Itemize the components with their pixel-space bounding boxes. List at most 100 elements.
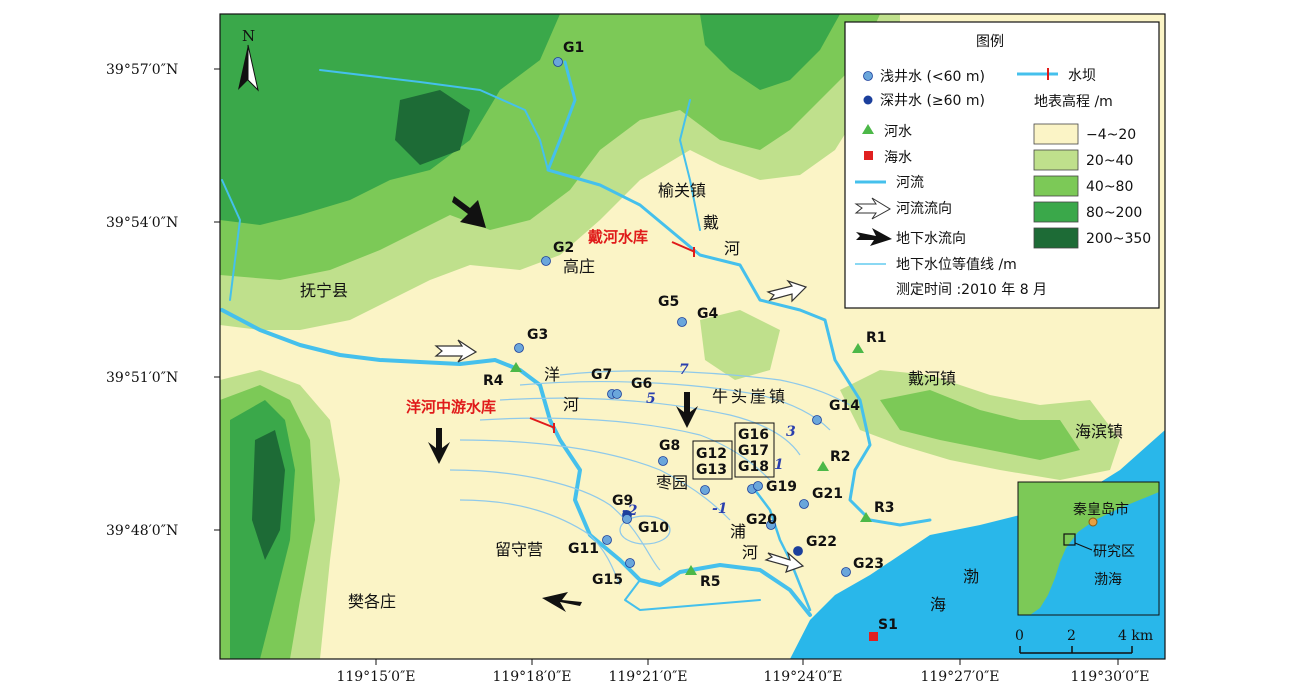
label-g7: G7 <box>591 367 612 383</box>
elev-200-350-sw <box>252 430 285 560</box>
lon-tick-4: 119°24′0″E <box>763 669 842 685</box>
lat-tick-4: 39°48′0″N <box>106 523 178 539</box>
label-g20: G20 <box>746 512 777 528</box>
river-label-dai-1: 戴 <box>703 213 719 232</box>
legend-river-flow: 河流流向 <box>896 201 952 217</box>
point-g21 <box>799 499 809 509</box>
scale-tick-2: 2 <box>1067 628 1076 644</box>
yanghe-upper <box>221 179 241 301</box>
label-g13: G13 <box>696 462 727 478</box>
legend-contour: 地下水位等值线 /m <box>896 256 1017 273</box>
axis-ticks <box>214 68 1119 665</box>
lat-tick-2: 39°54′0″N <box>106 215 178 231</box>
map-body: 榆关镇 高庄 抚宁县 牛头崖镇 戴河镇 海滨镇 枣园 留守营 樊各庄 戴 河 洋… <box>220 14 1165 659</box>
label-g1: G1 <box>563 40 584 56</box>
legend-shallow-symbol <box>863 71 873 81</box>
sample-labels: G1 G2 G3 G4 G5 G6 G7 G8 G9 G10 G11 G12 G… <box>483 40 898 633</box>
scale-bar: 0 2 4 km <box>1015 628 1153 654</box>
legend-river-sample-symbol <box>862 124 874 134</box>
label-g9: G9 <box>612 493 633 509</box>
lon-tick-2: 119°18′0″E <box>492 669 571 685</box>
scale-tick-4: 4 km <box>1118 628 1153 644</box>
legend-elev-swatch-4 <box>1033 227 1079 249</box>
legend-elev-label-1: 20~40 <box>1086 153 1133 169</box>
label-g14: G14 <box>829 398 860 414</box>
label-g6: G6 <box>631 376 652 392</box>
point-g15 <box>625 558 635 568</box>
point-g1 <box>553 57 563 67</box>
river-label-dai-2: 河 <box>724 239 740 258</box>
reservoir-yanghe-label: 洋河中游水库 <box>406 398 496 416</box>
elev-80-200 <box>220 14 560 225</box>
gw-arrow-4 <box>542 592 582 612</box>
longitude-labels: 119°15′0″E 119°18′0″E 119°21′0″E 119°24′… <box>336 669 1149 685</box>
elev-200-350 <box>395 90 470 165</box>
point-g4-g5 <box>677 317 687 327</box>
legend-title: 图例 <box>976 34 1004 50</box>
river-r5 <box>624 579 761 611</box>
inset-study-area: 研究区 <box>1093 544 1135 560</box>
place-haibin: 海滨镇 <box>1075 422 1123 441</box>
label-g5: G5 <box>658 294 679 310</box>
daihe-tributary-2 <box>679 99 701 231</box>
legend-gw-flow: 地下水流向 <box>896 231 966 247</box>
inset-sea-label: 渤海 <box>1094 572 1122 588</box>
legend-deep-well: 深井水 (≥60 m) <box>880 93 985 109</box>
inset-map: 秦皇岛市 研究区 渤海 <box>1017 481 1160 616</box>
scale-tick-0: 0 <box>1015 628 1024 644</box>
label-g17: G17 <box>738 443 769 459</box>
contour-label-5: 5 <box>646 391 656 407</box>
legend-sea-water: 海水 <box>884 150 912 166</box>
label-r1: R1 <box>866 330 887 346</box>
legend-elev-label-3: 80~200 <box>1086 205 1142 221</box>
point-g2 <box>541 256 551 266</box>
label-r3: R3 <box>874 500 895 516</box>
label-g18: G18 <box>738 459 769 475</box>
river-sample-symbols <box>510 343 872 575</box>
contour-label-minus1: -1 <box>712 501 728 517</box>
point-g22 <box>793 546 803 556</box>
label-r2: R2 <box>830 449 851 465</box>
label-g22: G22 <box>806 534 837 550</box>
label-g19: G19 <box>766 479 797 495</box>
contour-label-3: 3 <box>786 424 796 440</box>
point-g12-g13 <box>700 485 710 495</box>
lat-tick-3: 39°51′0″N <box>106 370 178 386</box>
place-niutouya: 牛头崖镇 <box>712 387 788 406</box>
legend-box <box>844 21 1160 309</box>
legend-river-water: 河水 <box>884 124 912 140</box>
legend-elev-label-2: 40~80 <box>1086 179 1133 195</box>
elev-40-80-east <box>880 390 1080 460</box>
north-arrow-left <box>238 45 248 90</box>
legend: 图例 浅井水 (<60 m) 水坝 深井水 (≥60 m) 地表高程 /m 河水… <box>844 21 1160 309</box>
point-g10 <box>622 514 632 524</box>
point-g19 <box>753 481 763 491</box>
legend-elev-swatch-1 <box>1033 149 1079 171</box>
point-r2 <box>817 461 829 471</box>
label-g21: G21 <box>812 486 843 502</box>
legend-elev-swatch-0 <box>1033 123 1079 145</box>
lon-tick-3: 119°21′0″E <box>608 669 687 685</box>
point-r4 <box>510 362 522 372</box>
label-g23: G23 <box>853 556 884 572</box>
gw-arrow-3 <box>428 428 450 464</box>
label-g10: G10 <box>638 520 669 536</box>
north-arrow-right <box>247 44 259 92</box>
point-g7 <box>612 389 622 399</box>
label-g4: G4 <box>697 306 718 322</box>
gw-arrow-1 <box>452 196 486 228</box>
legend-dam: 水坝 <box>1068 68 1096 84</box>
daihe-tributary <box>319 69 549 171</box>
gw-arrow-2 <box>676 392 698 428</box>
point-g23 <box>841 567 851 577</box>
river-flow-arrow-3 <box>764 551 805 573</box>
lon-tick-5: 119°27′0″E <box>920 669 999 685</box>
legend-river-flow-symbol <box>854 197 891 220</box>
river-label-yang-2: 河 <box>563 395 579 414</box>
inset-land <box>1018 482 1159 615</box>
label-g2: G2 <box>553 240 574 256</box>
label-g12: G12 <box>696 446 727 462</box>
label-r4: R4 <box>483 373 504 389</box>
